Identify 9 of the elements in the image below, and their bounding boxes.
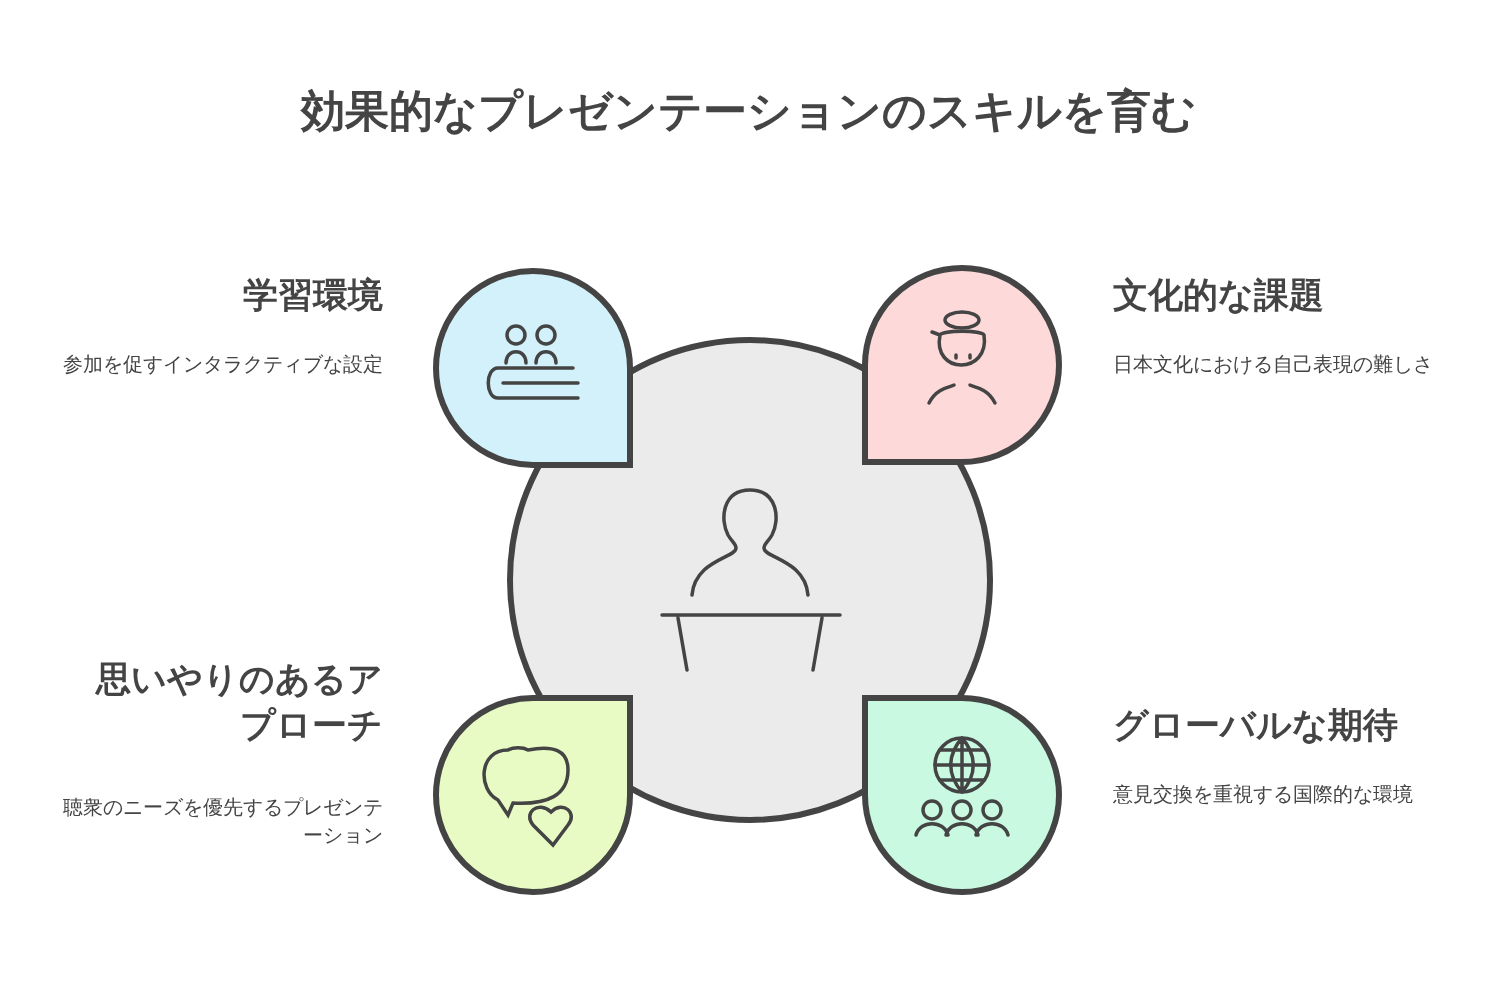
description: 参加を促すインタラクティブな設定 bbox=[62, 351, 383, 378]
heading: 文化的な課題 bbox=[1113, 274, 1325, 317]
heading: 学習環境 bbox=[242, 274, 383, 317]
description: 意見交換を重視する国際的な環境 bbox=[1113, 781, 1414, 808]
description: 聴衆のニーズを優先するプレゼンテーション bbox=[62, 794, 383, 849]
heading: 思いやりのあるアプローチ bbox=[94, 658, 383, 747]
description: 日本文化における自己表現の難しさ bbox=[1113, 351, 1434, 378]
heading: グローバルな期待 bbox=[1113, 704, 1399, 747]
title: 効果的なプレゼンテーションのスキルを育む bbox=[299, 84, 1197, 138]
